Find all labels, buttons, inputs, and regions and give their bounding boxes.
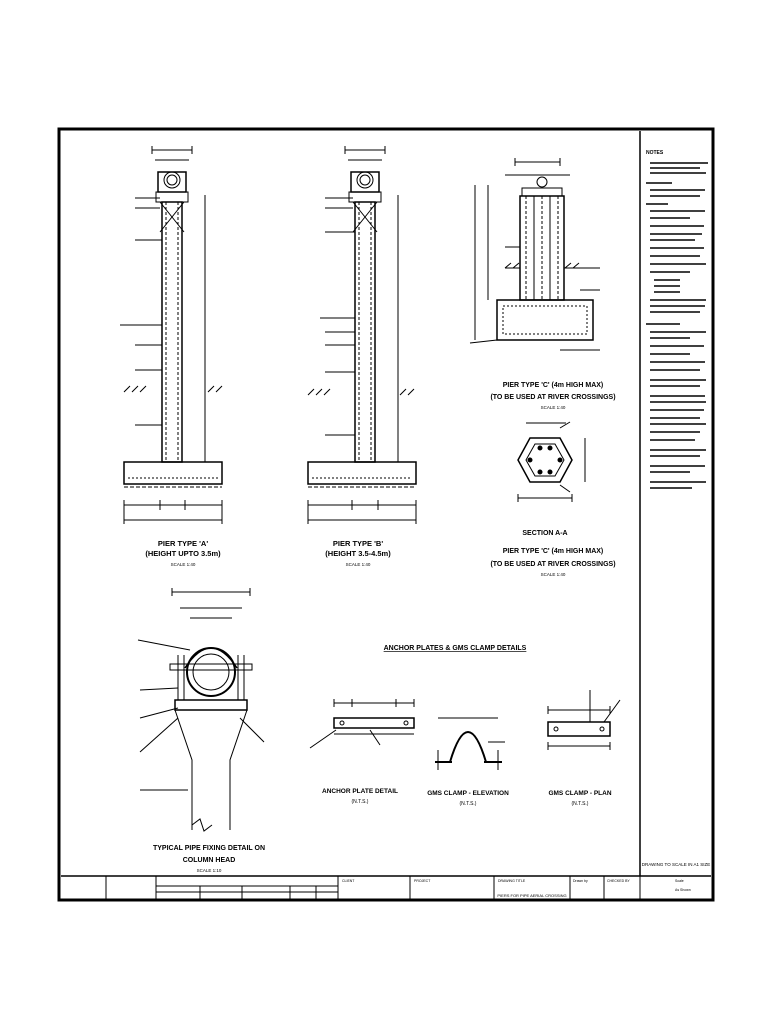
pier-a-subtitle: (HEIGHT UPTO 3.5m)	[145, 549, 221, 558]
pier-c-scale: SCALE 1:40	[541, 405, 566, 410]
title-block	[61, 875, 711, 901]
anchor-plate-title: ANCHOR PLATE DETAIL	[322, 788, 398, 795]
pipe-fixing-title2: COLUMN HEAD	[183, 857, 236, 864]
drawing-title: PIERS FOR PIPE AERIAL CROSSING	[497, 893, 566, 898]
pipe-fixing-title: TYPICAL PIPE FIXING DETAIL ON	[153, 845, 265, 852]
scale-value: As Shown	[675, 888, 691, 892]
clamp-plan-scale: (N.T.S.)	[572, 801, 589, 807]
clamp-plan-title: GMS CLAMP - PLAN	[548, 790, 611, 797]
main-title: ANCHOR PLATES & GMS CLAMP DETAILS	[384, 645, 527, 652]
drawing-scale-note: DRAWING TO SCALE IN A1 SIZE	[642, 862, 710, 867]
section-aa-drawing	[517, 421, 586, 502]
pipe-fixing-drawing	[137, 588, 265, 832]
notes-lines	[646, 162, 708, 489]
sheet-border	[57, 127, 715, 902]
checked-label: CHECKED BY	[607, 879, 630, 883]
pier-b-scale: SCALE 1:40	[346, 562, 371, 567]
anchor-plate-drawing	[309, 699, 415, 749]
pipe-fixing-scale: SCALE 1:10	[197, 868, 222, 873]
client-label: CLIENT	[342, 879, 355, 883]
scale-label: Scale	[675, 879, 684, 883]
pier-type-b-drawing	[307, 146, 417, 524]
drawing-title-label: DRAWING TITLE	[498, 879, 526, 883]
pier-b-subtitle: (HEIGHT 3.5-4.5m)	[325, 549, 391, 558]
pier-b-title: PIER TYPE 'B'	[333, 539, 383, 548]
clamp-elev-title: GMS CLAMP - ELEVATION	[427, 790, 509, 797]
pier-a-scale: SCALE 1:40	[171, 562, 196, 567]
project-label: PROJECT	[414, 879, 431, 883]
notes-heading: NOTES	[646, 150, 664, 156]
section-aa-scale: SCALE 1:40	[541, 572, 566, 577]
clamp-elev-scale: (N.T.S.)	[460, 801, 477, 807]
section-aa-sub2: (TO BE USED AT RIVER CROSSINGS)	[490, 561, 615, 568]
pier-c-title: PIER TYPE 'C' (4m HIGH MAX)	[503, 382, 604, 389]
pier-type-c-drawing	[469, 158, 600, 351]
clamp-plan-drawing	[547, 690, 621, 750]
pier-type-a-drawing	[120, 146, 223, 524]
clamp-elevation-drawing	[435, 717, 505, 770]
drawn-by-label: Drawn by	[573, 879, 588, 883]
section-aa-title: SECTION A-A	[522, 530, 567, 537]
anchor-plate-scale: (N.T.S.)	[352, 799, 369, 805]
pier-a-title: PIER TYPE 'A'	[158, 539, 208, 548]
section-aa-sub1: PIER TYPE 'C' (4m HIGH MAX)	[503, 548, 604, 555]
pier-c-subtitle: (TO BE USED AT RIVER CROSSINGS)	[490, 394, 615, 401]
